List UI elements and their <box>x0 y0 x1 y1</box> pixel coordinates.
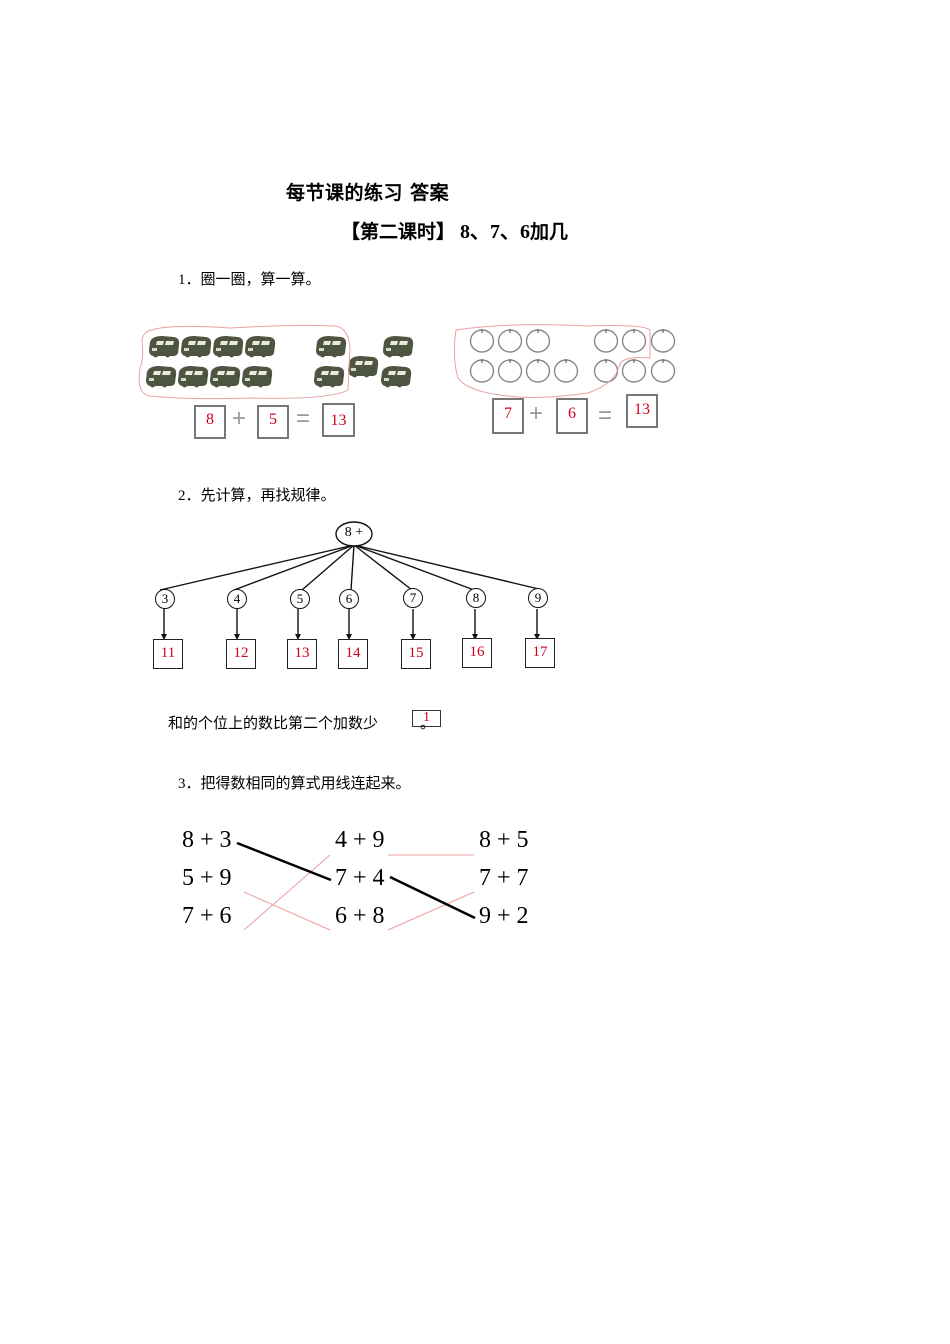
match-line-8+3-7+4 <box>236 841 332 882</box>
addend-node: 3 <box>155 589 175 609</box>
circle-line <box>138 324 351 400</box>
q1-right-result: 13 <box>626 394 658 428</box>
match-line-6+8-7+7 <box>387 891 475 931</box>
expression: 8 + 5 <box>479 827 529 853</box>
expression: 7 + 4 <box>335 865 385 891</box>
expression: 9 + 2 <box>479 903 529 929</box>
plus-sign: + <box>232 405 247 432</box>
addend-node: 9 <box>528 588 548 608</box>
q1-left-addend-a: 8 <box>194 405 226 439</box>
root-node <box>335 521 373 547</box>
q1-right-addend-b: 6 <box>556 398 588 434</box>
rule-end-punct: 。 <box>420 714 436 732</box>
sum-box: 13 <box>287 639 317 669</box>
page-title: 每节课的练习 答案 <box>286 182 450 204</box>
plus-sign: + <box>529 400 544 427</box>
lesson-label: 【第二课时】 <box>341 221 456 243</box>
addend-node: 4 <box>227 589 247 609</box>
equals-sign: = <box>598 402 613 429</box>
expression: 7 + 6 <box>182 903 232 929</box>
sum-box: 12 <box>226 639 256 669</box>
root-node-label: 8 + <box>344 525 364 540</box>
question-1-prompt: 1．圈一圈，算一算。 <box>178 270 321 288</box>
expression: 5 + 9 <box>182 865 232 891</box>
equals-sign: = <box>296 405 311 432</box>
addend-node: 6 <box>339 589 359 609</box>
circle-line <box>453 324 651 398</box>
expression: 7 + 7 <box>479 865 529 891</box>
sum-box: 11 <box>153 639 183 669</box>
match-line-7+6-4+9 <box>243 854 331 931</box>
match-line-7+4-9+2 <box>389 875 476 920</box>
lesson-subtitle: 【第二课时】 8、7、6加几 <box>341 215 568 244</box>
lesson-numbers: 8、7、6 <box>455 221 531 243</box>
q1-left-addend-b: 5 <box>257 405 289 439</box>
sum-box: 17 <box>525 638 555 668</box>
tree-connectors <box>159 521 544 640</box>
sum-box: 16 <box>462 638 492 668</box>
addend-node: 7 <box>403 588 423 608</box>
sum-box: 14 <box>338 639 368 669</box>
rule-statement: 和的个位上的数比第二个加数少 <box>168 714 379 732</box>
expression: 6 + 8 <box>335 903 385 929</box>
lesson-topic: 加几 <box>530 221 569 243</box>
rule-answer-box: 1 <box>412 710 441 727</box>
apple-picture <box>453 324 676 398</box>
expression: 4 + 9 <box>335 827 385 853</box>
match-line-5+9-6+8 <box>243 891 331 931</box>
q1-left-result: 13 <box>322 403 355 437</box>
matching-lines <box>236 841 476 931</box>
expression: 8 + 3 <box>182 827 232 853</box>
sum-box: 15 <box>401 639 431 669</box>
addend-node: 8 <box>466 588 486 608</box>
q1-right-addend-a: 7 <box>492 398 524 434</box>
bus-picture <box>138 324 414 400</box>
question-2-prompt: 2．先计算，再找规律。 <box>178 486 336 504</box>
question-3-prompt: 3．把得数相同的算式用线连起来。 <box>178 774 411 792</box>
addend-node: 5 <box>290 589 310 609</box>
